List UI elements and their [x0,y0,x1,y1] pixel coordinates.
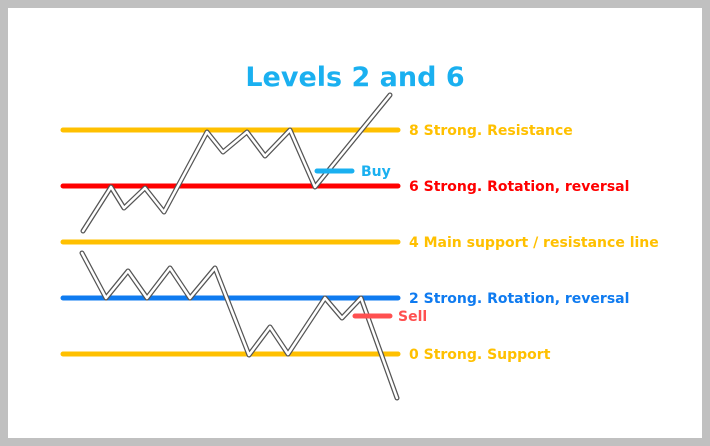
level-label: 2 Strong. Rotation, reversal [409,291,629,307]
level-label: 6 Strong. Rotation, reversal [409,179,629,195]
price-path-up [80,92,393,234]
price-path-up [81,93,392,233]
level-label: 4 Main support / resistance line [409,235,659,251]
diagram-title: Levels 2 and 6 [245,62,464,93]
level-label: 0 Strong. Support [409,347,551,363]
sell-label: Sell [398,309,427,325]
level-label: 8 Strong. Resistance [409,123,573,139]
buy-label: Buy [361,164,391,180]
price-path-down [80,251,399,400]
